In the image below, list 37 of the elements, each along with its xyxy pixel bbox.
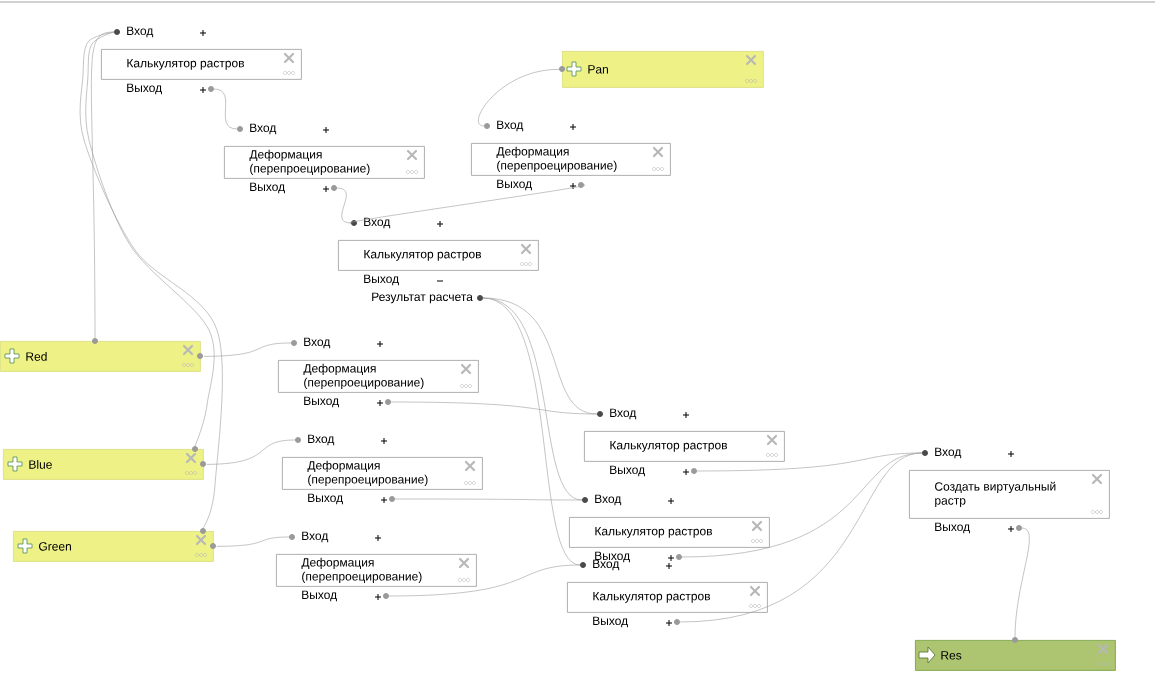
port-label: Вход xyxy=(497,120,524,132)
process-box: Деформация (перепроецирование) xyxy=(471,143,671,176)
port-label: Выход xyxy=(250,182,285,194)
process-box: Деформация (перепроецирование) xyxy=(278,360,479,393)
port-label: Выход xyxy=(497,179,532,191)
port-label: Выход xyxy=(610,465,645,477)
port-label: Вход xyxy=(364,217,391,229)
port-label: Вход xyxy=(250,123,277,135)
output-box: Res xyxy=(915,640,1116,671)
port-label: Выход xyxy=(593,616,628,628)
port-label: Вход xyxy=(304,337,331,349)
process-box: Калькулятор растров xyxy=(569,517,770,548)
process-box: Калькулятор растров xyxy=(338,240,539,271)
process-box: Калькулятор растров xyxy=(584,431,785,462)
port-label: Вход xyxy=(127,26,154,38)
port-label: Вход xyxy=(595,494,622,506)
port-label: Вход xyxy=(935,447,962,459)
process-box: Деформация (перепроецирование) xyxy=(282,457,483,490)
process-box: Деформация (перепроецирование) xyxy=(224,146,425,179)
port-label: Выход xyxy=(308,493,343,505)
port-label: Вход xyxy=(308,434,335,446)
port-label: Выход xyxy=(304,396,339,408)
process-box: Создать виртуальный растр xyxy=(909,470,1110,519)
port-label: Выход xyxy=(127,83,162,95)
process-box: Калькулятор растров xyxy=(101,49,302,80)
process-box: Калькулятор растров xyxy=(567,582,768,613)
port-label: Вход xyxy=(302,531,329,543)
port-label: Выход xyxy=(364,274,399,286)
port-label: Вход xyxy=(610,408,637,420)
input-box: Green xyxy=(13,531,214,562)
process-box: Деформация (перепроецирование) xyxy=(276,554,477,587)
input-box: Red xyxy=(0,341,201,372)
port-label: Выход xyxy=(935,522,970,534)
input-box: Pan xyxy=(562,51,764,88)
input-box: Blue xyxy=(3,449,204,480)
port-label: Выход xyxy=(302,590,337,602)
port-label: Результат расчета xyxy=(372,292,473,304)
